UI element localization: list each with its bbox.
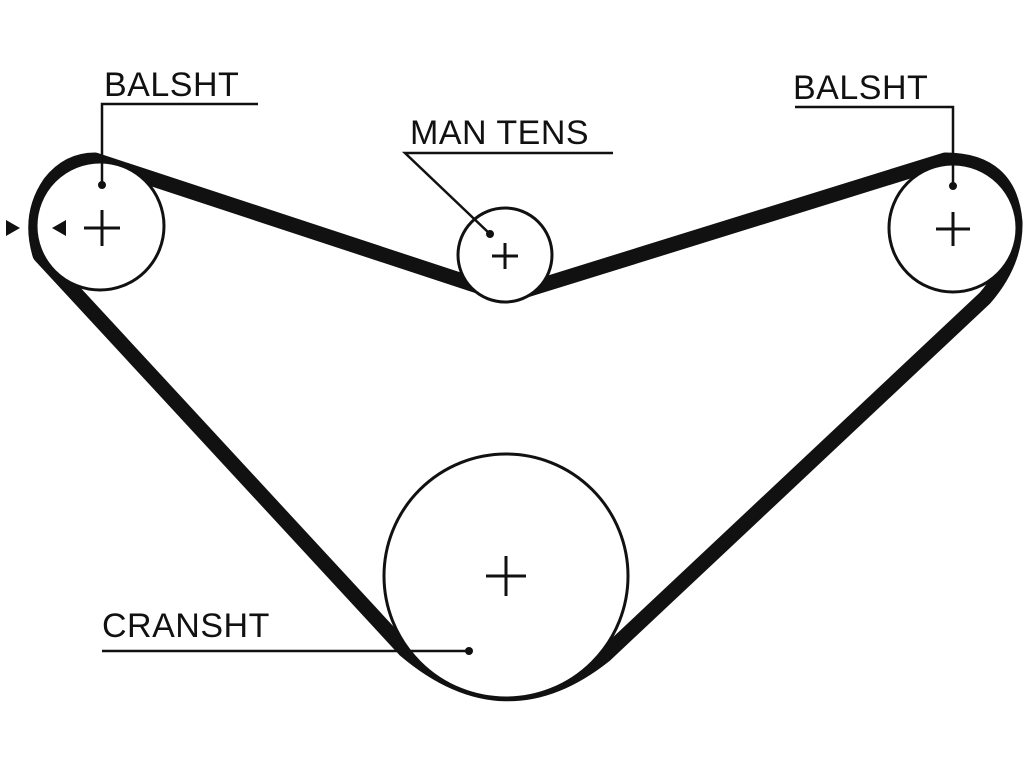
label-right-balance-shaft: BALSHT [793, 69, 928, 107]
crankshaft-center-cross [486, 556, 526, 596]
left-balance-shaft-pulley [34, 160, 166, 292]
timing-arrow-inner-icon [52, 220, 66, 236]
left-balance-shaft-leader [100, 102, 258, 185]
left-pulley-center-cross [84, 210, 120, 246]
label-manual-tensioner: MAN TENS [410, 114, 589, 152]
right-balance-shaft-leader [795, 105, 955, 186]
label-left-balance-shaft: BALSHT [104, 66, 239, 104]
tensioner-center-cross [492, 243, 518, 269]
tensioner-leader [401, 151, 613, 235]
right-pulley-center-cross [936, 212, 970, 246]
timing-arrow-outer-icon [6, 220, 20, 236]
label-crankshaft: CRANSHT [102, 607, 270, 645]
